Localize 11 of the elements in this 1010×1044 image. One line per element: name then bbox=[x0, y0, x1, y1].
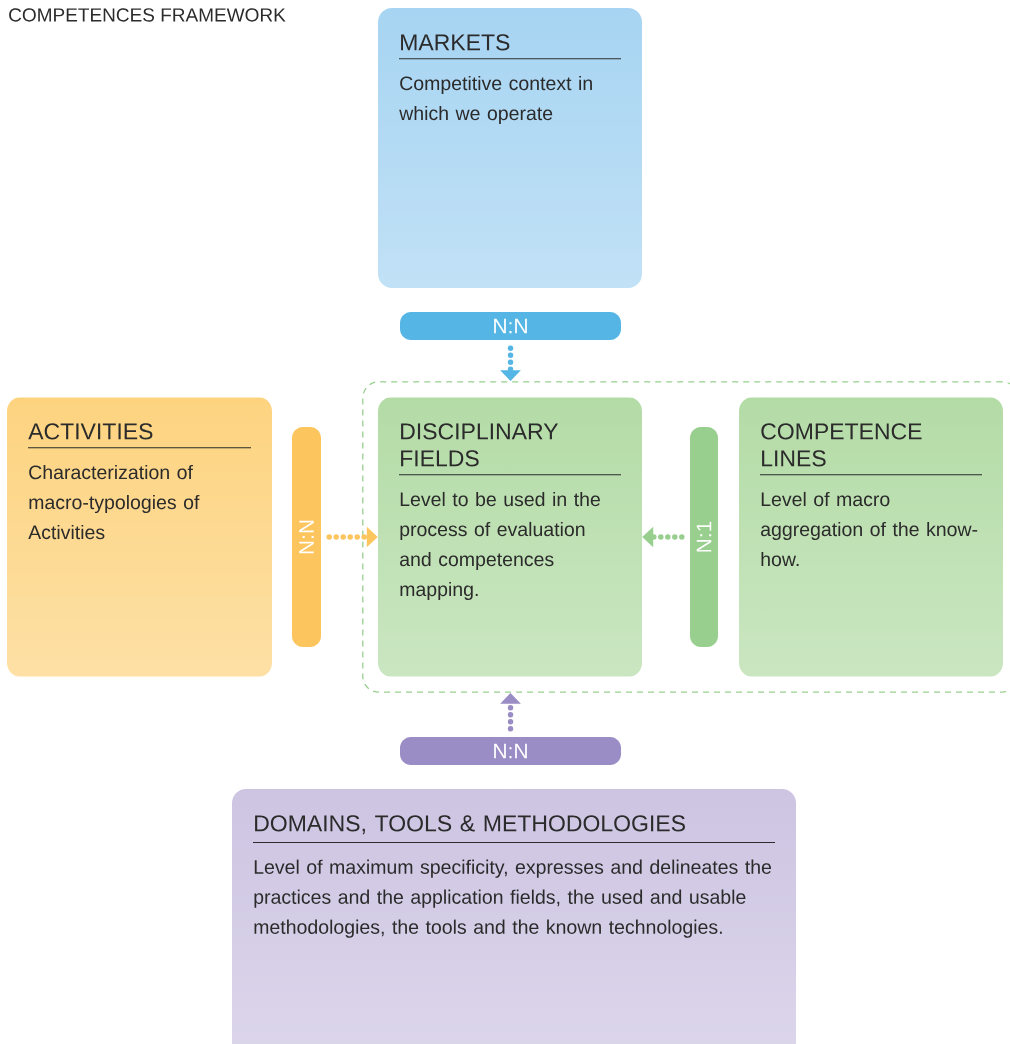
info-card: MARKETS Competitive context in which we operate bbox=[398, 34, 622, 125]
ratio-bar: N:N bbox=[400, 312, 621, 340]
dashed-group-frame bbox=[362, 381, 1010, 693]
ratio-bar: N:N bbox=[292, 427, 321, 647]
ratio-bar: N:1 bbox=[690, 427, 718, 647]
info-card: DISCIPLINARY FIELDS Level to be used in the process of evaluation and competences mapping. bbox=[398, 423, 622, 601]
diagram-title: COMPETENCES FRAMEWORK bbox=[9, 8, 286, 22]
info-card: COMPETENCE LINES Level of macro aggregation of the know-how. bbox=[759, 423, 983, 567]
info-card: DOMAINS, TOOLS & METHODOLOGIES Level of maximum specificity, expresses and delineates the practices and the application fields, the used and usable methodologies, the tools and the known technologies. bbox=[252, 815, 776, 938]
ratio-bar: N:N bbox=[400, 737, 621, 765]
info-card: ACTIVITIES Characterization of macro-typologies of Activities bbox=[27, 423, 252, 540]
